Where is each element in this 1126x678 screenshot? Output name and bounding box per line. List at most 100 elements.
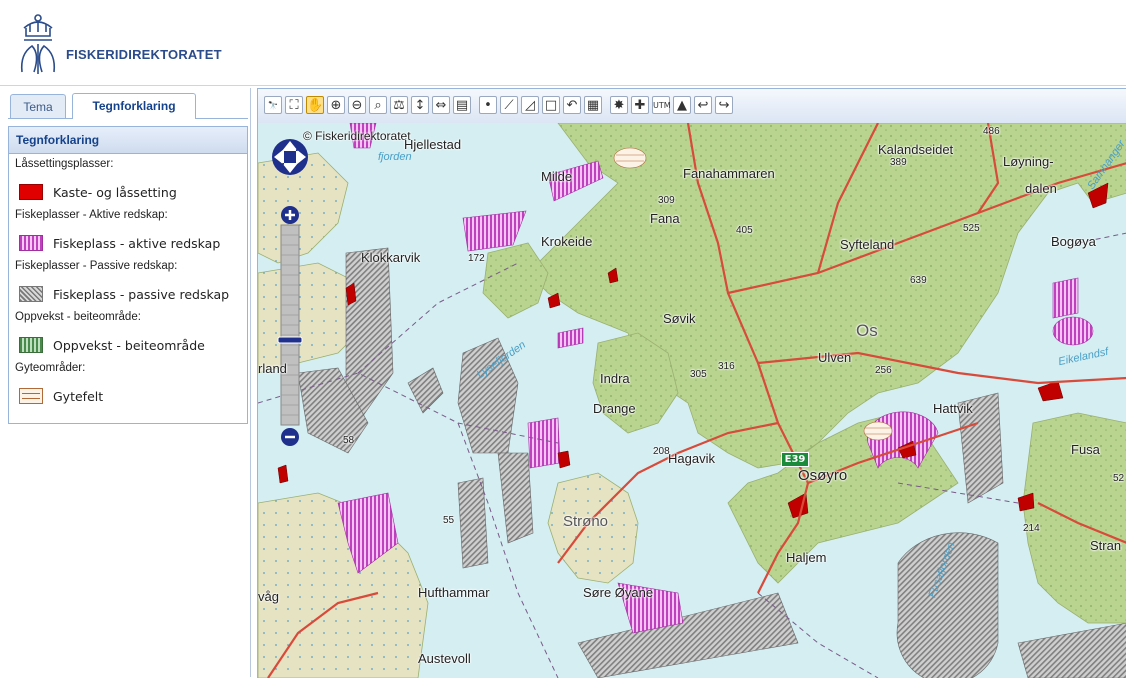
line-icon[interactable]: ⟋ <box>500 96 518 114</box>
legend-item-label: Gytefelt <box>53 389 104 404</box>
height-label: 52 <box>1113 473 1125 484</box>
layers-icon[interactable]: ▲ <box>673 96 691 114</box>
map-canvas[interactable] <box>258 123 1126 678</box>
zoom-control[interactable] <box>272 139 308 446</box>
height-label: 305 <box>690 369 707 380</box>
place-label: Fanahammaren <box>683 166 775 181</box>
zoom-box-icon[interactable]: ⌕ <box>369 96 387 114</box>
zoom-extent-icon[interactable]: ⛶ <box>285 96 303 114</box>
legend-category: Oppvekst - beiteområde: <box>15 311 141 323</box>
place-label: Hagavik <box>668 451 715 466</box>
legend-swatch-aktive <box>19 235 43 251</box>
passive-area <box>896 532 999 678</box>
legend-item-label: Fiskeplass - passive redskap <box>53 287 230 302</box>
height-label: 55 <box>443 515 455 526</box>
height-label: 316 <box>718 361 735 372</box>
measure-icon[interactable]: ⇔ <box>432 96 450 114</box>
utm-icon[interactable]: UTM <box>652 96 671 114</box>
passive-area <box>457 477 489 569</box>
active-area <box>1052 277 1079 319</box>
passive-area <box>497 452 534 544</box>
legend-category: Fiskeplasser - Aktive redskap: <box>15 209 168 221</box>
place-label: Hufthammar <box>418 585 490 600</box>
land-strono <box>547 472 639 584</box>
passive-area <box>577 592 799 678</box>
water-label: fjorden <box>378 151 412 163</box>
redo-icon[interactable]: ↪ <box>715 96 733 114</box>
place-label: våg <box>258 589 279 604</box>
place-label: Løyning- <box>1003 154 1054 169</box>
place-label: Kalandseidet <box>878 142 954 157</box>
height-label: 525 <box>963 223 980 234</box>
place-label: Austevoll <box>418 651 471 666</box>
header-divider <box>0 85 1126 86</box>
zoom-in-icon[interactable]: ⊕ <box>327 96 345 114</box>
left-panel: Tema Tegnforklaring Tegnforklaring Låsse… <box>0 88 251 677</box>
zoom-out-button[interactable] <box>281 428 299 446</box>
polygon-icon[interactable]: ◿ <box>521 96 539 114</box>
clear-icon[interactable]: ↶ <box>563 96 581 114</box>
land-islet <box>482 242 549 319</box>
height-label: 256 <box>875 365 892 376</box>
place-label: Osøyro <box>798 467 848 484</box>
rectangle-icon[interactable]: □ <box>542 96 560 114</box>
active-area <box>527 417 561 469</box>
height-label: 639 <box>910 275 927 286</box>
place-label: Hattvik <box>933 401 973 416</box>
legend-category: Gyteområder: <box>15 362 86 374</box>
tab-tema[interactable]: Tema <box>10 94 66 118</box>
sun-icon[interactable]: ✸ <box>610 96 628 114</box>
place-label: rland <box>258 361 287 376</box>
crown-fish-emblem-icon <box>20 14 56 74</box>
zoom-ticks <box>281 234 299 416</box>
legend-swatch-passive <box>19 286 43 302</box>
place-label: Indra <box>600 371 630 386</box>
place-label: Fana <box>650 211 680 226</box>
place-label: Milde <box>541 169 573 184</box>
move-icon[interactable]: ↕ <box>411 96 429 114</box>
map-container[interactable]: 🔭⛶✋⊕⊖⌕⚖↕⇔▤ •⟋◿□↶▦ ✸✚UTM▲↩↪ <box>257 88 1126 678</box>
print-icon[interactable]: ▤ <box>453 96 471 114</box>
zoom-in-button[interactable] <box>281 206 299 224</box>
zoom-out-icon[interactable]: ⊖ <box>348 96 366 114</box>
place-label: Søvik <box>663 311 696 326</box>
zoom-slider-handle[interactable] <box>277 336 303 344</box>
passive-area <box>297 367 369 454</box>
legend-title: Tegnforklaring <box>9 127 247 154</box>
active-area <box>1052 316 1094 346</box>
height-label: 405 <box>736 225 753 236</box>
height-label: 309 <box>658 195 675 206</box>
red-cross-icon[interactable]: ✚ <box>631 96 649 114</box>
place-label: Os <box>856 321 878 340</box>
legend-swatch-oppvekst <box>19 337 43 353</box>
legend-swatch-gytefelt <box>19 388 43 404</box>
active-area <box>547 160 604 202</box>
legend-item-label: Fiskeplass - aktive redskap <box>53 236 221 251</box>
ferry-lines <box>258 232 1126 678</box>
active-area <box>557 327 584 349</box>
page-header: FISKERIDIREKTORATET <box>0 0 1126 86</box>
scale-icon[interactable]: ⚖ <box>390 96 408 114</box>
place-label: Krokeide <box>541 234 593 249</box>
place-label: Syfteland <box>840 237 895 252</box>
legend-item-label: Oppvekst - beiteområde <box>53 338 205 353</box>
legend-panel: Tegnforklaring Låssettingsplasser: Kaste… <box>8 126 248 424</box>
active-area <box>617 582 684 634</box>
place-label: Strøno <box>563 513 609 530</box>
binoculars-icon[interactable]: 🔭 <box>264 96 282 114</box>
height-label: 389 <box>890 157 907 168</box>
place-label: Hjellestad <box>404 137 462 152</box>
pan-hand-icon[interactable]: ✋ <box>306 96 324 114</box>
height-label: 58 <box>343 435 355 446</box>
point-icon[interactable]: • <box>479 96 497 114</box>
active-area <box>337 492 399 574</box>
tab-tegnforklaring[interactable]: Tegnforklaring <box>72 93 196 119</box>
height-label: 486 <box>983 126 1000 137</box>
info-icon[interactable]: ▦ <box>584 96 602 114</box>
pan-arrows-icon[interactable] <box>272 139 308 175</box>
active-area <box>462 210 527 252</box>
place-label: Klokkarvik <box>361 250 421 265</box>
land-indra <box>592 332 679 434</box>
place-label: dalen <box>1025 181 1057 196</box>
undo-icon[interactable]: ↩ <box>694 96 712 114</box>
